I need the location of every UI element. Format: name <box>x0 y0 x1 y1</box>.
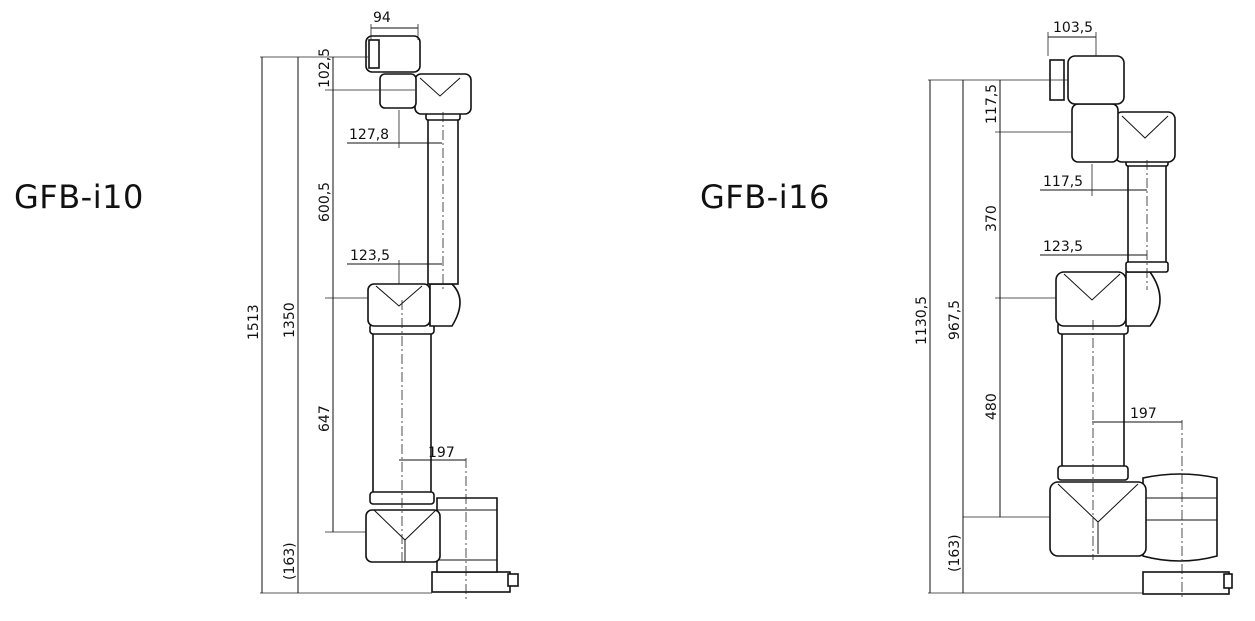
dim-elbow-offset-gfb-i16: 123,5 <box>1043 239 1083 255</box>
dim-reach-height-gfb-i10: 1350 <box>282 302 298 338</box>
dimension-labels-gfb-i10: 94 102,5 127,8 600,5 123,5 647 197 (163)… <box>246 10 455 580</box>
dimension-lines-gfb-i16 <box>928 32 1183 600</box>
robot-drawing-gfb-i16 <box>1049 55 1233 595</box>
dim-base-height-gfb-i10: (163) <box>282 542 298 580</box>
dim-base-offset-gfb-i16: 197 <box>1130 406 1157 422</box>
dim-total-height-gfb-i16: 1130,5 <box>914 296 930 345</box>
dim-upper-arm-length-gfb-i10: 600,5 <box>317 182 333 222</box>
robot-drawing-gfb-i10 <box>365 35 519 593</box>
dim-wrist2-height-gfb-i10: 102,5 <box>317 48 333 88</box>
dim-wrist1-offset-gfb-i16: 117,5 <box>1043 174 1083 190</box>
dim-lower-arm-length-gfb-i16: 480 <box>984 393 1000 420</box>
dimension-labels-gfb-i16: 103,5 117,5 117,5 370 123,5 480 197 (163… <box>914 20 1157 572</box>
dim-base-height-gfb-i16: (163) <box>947 534 963 572</box>
dim-upper-arm-length-gfb-i16: 370 <box>984 205 1000 232</box>
dimension-lines-gfb-i10 <box>260 24 467 600</box>
dim-wrist2-height-gfb-i16: 117,5 <box>984 84 1000 124</box>
model-label-gfb-i16: GFB-i16 <box>700 178 830 216</box>
dim-top-offset-gfb-i16: 103,5 <box>1053 20 1093 36</box>
dim-base-offset-gfb-i10: 197 <box>428 445 455 461</box>
dim-top-offset-gfb-i10: 94 <box>373 10 391 26</box>
dim-reach-height-gfb-i16: 967,5 <box>947 300 963 340</box>
dim-total-height-gfb-i10: 1513 <box>246 304 262 340</box>
model-label-gfb-i10: GFB-i10 <box>14 178 144 216</box>
dim-lower-arm-length-gfb-i10: 647 <box>317 405 333 432</box>
dim-wrist1-offset-gfb-i10: 127,8 <box>349 127 389 143</box>
dim-elbow-offset-gfb-i10: 123,5 <box>350 248 390 264</box>
